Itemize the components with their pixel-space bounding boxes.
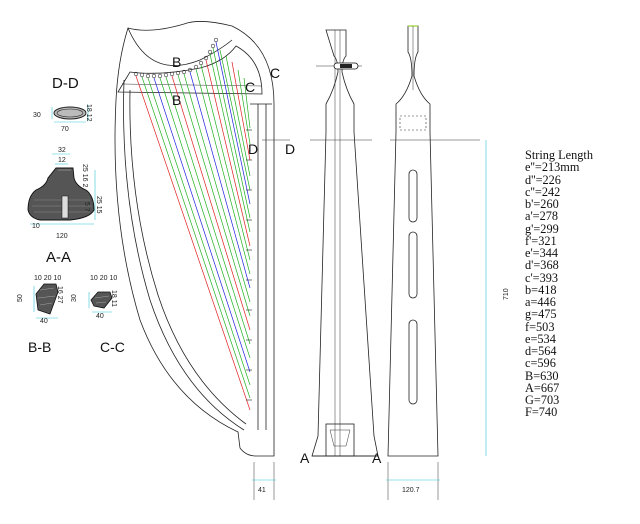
string-entry: c''=242 [525,184,561,199]
string-entry: g'=299 [525,221,559,236]
harp-strings [135,41,251,411]
harp-front-view: A A 710 [300,29,510,466]
string-entry: d''=226 [525,172,561,187]
harp-back-view: 120.7 [386,25,480,500]
cc-dim-top: 10 20 10 [90,275,117,282]
label-b-top: B [172,54,181,70]
bb-dim-top: 10 20 10 [34,275,61,282]
string-entry: b'=260 [525,197,559,211]
string-entry: b=418 [525,282,557,297]
dd-dim-left: 30 [33,112,41,119]
aa-dim-top1: 32 [58,147,66,154]
string-entry: a'=278 [525,209,559,224]
label-b-bottom: B [172,92,181,108]
aa-dim-r2: 5 7 [83,202,90,212]
section-cc-label: C-C [100,339,125,355]
string-entry: c=596 [525,356,556,371]
dim-depth: 41 [258,487,266,494]
string-entry: f'=321 [525,233,557,248]
dim-height: 710 [503,288,510,300]
aa-dim-bottom: 120 [56,233,68,240]
string-entry: d=564 [525,344,557,358]
harp-side-view: B B C C D D 41 [114,21,295,500]
section-aa-label: A-A [46,249,71,266]
cc-dim-right: 18 11 [110,290,117,307]
section-bb-label: B-B [28,339,51,355]
section-dd: D-D 30 70 18 12 [33,75,92,133]
dd-dim-right: 18 12 [85,104,92,122]
string-entry: c'=393 [525,270,559,285]
string-entry: B=630 [525,368,559,383]
dd-dim-bottom: 70 [61,126,69,133]
cc-dim-left: 30 [71,294,78,302]
aa-dim-top2: 12 [58,157,66,164]
string-entry: F=740 [525,405,558,420]
string-length-title: String Length [525,148,593,162]
label-a-left: A [300,450,310,466]
label-d-left: D [248,141,258,157]
dim-width: 120.7 [402,487,420,494]
string-entry: G=703 [525,393,560,407]
section-bb: 10 20 10 50 16 27 40 B-B [17,275,63,355]
label-c-bottom: C [245,79,255,95]
aa-dim-r3: 25 15 [95,196,102,214]
section-aa: 32 12 25 16 2 5 7 25 15 10 120 A-A [27,147,102,266]
string-entry: g=475 [525,307,557,322]
section-cc: 10 20 10 30 18 11 40 C-C [71,275,125,355]
section-dd-label: D-D [52,75,79,92]
string-entry: e'=344 [525,246,559,260]
bb-dim-left: 50 [17,294,24,302]
label-c-top: C [270,65,280,81]
bb-dim-bottom: 40 [40,318,48,325]
string-length-table: String Length e''=213mm d''=226 c''=242 … [525,149,637,419]
string-entry: a=446 [525,295,556,309]
string-entry: e=534 [525,331,556,346]
cc-dim-bottom: 40 [96,313,104,320]
label-a-right: A [372,450,382,466]
string-entry: d'=368 [525,258,559,273]
aa-dim-r1: 25 16 2 [81,164,88,187]
label-d-right: D [285,141,295,157]
string-entry: A=667 [525,380,560,395]
bb-dim-right: 16 27 [56,286,63,304]
string-entry: e''=213mm [525,160,580,175]
string-entry: f=503 [525,319,555,334]
aa-dim-left: 10 [32,223,40,230]
